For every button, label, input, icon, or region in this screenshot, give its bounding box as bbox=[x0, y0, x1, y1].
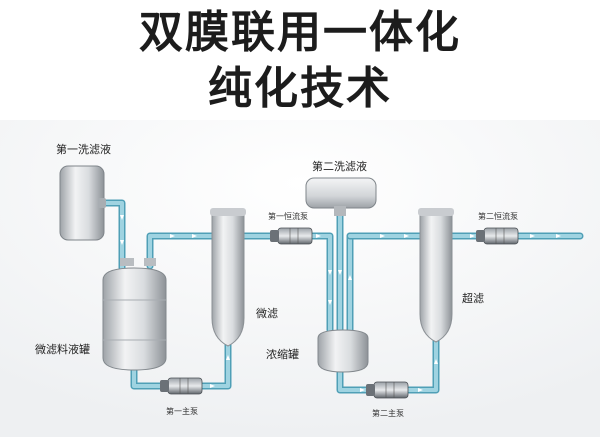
label-pump-constant-2: 第二恒流泵 bbox=[478, 211, 518, 221]
label-wash2: 第二洗滤液 bbox=[312, 159, 367, 173]
title-line-1: 双膜联用一体化 bbox=[139, 7, 461, 58]
microfilter-column bbox=[210, 208, 246, 347]
label-concentrate-tank: 浓缩罐 bbox=[266, 348, 299, 361]
title-line-2: 纯化技术 bbox=[208, 63, 392, 114]
concentrate-tank bbox=[317, 329, 369, 373]
pump-constant-1 bbox=[270, 227, 313, 245]
pump-main-2 bbox=[366, 381, 409, 399]
mf-feed-tank bbox=[102, 258, 167, 371]
label-ultrafiltration: 超滤 bbox=[462, 291, 484, 305]
wash2-container bbox=[305, 177, 377, 216]
label-mf-tank: 微滤料液罐 bbox=[35, 342, 90, 356]
ultrafilter-column bbox=[418, 208, 454, 343]
label-pump-constant-1: 第一恒流泵 bbox=[268, 211, 308, 221]
pump-constant-2 bbox=[476, 227, 519, 245]
pump-main-1 bbox=[160, 377, 203, 395]
label-microfiltration: 微滤 bbox=[256, 306, 278, 320]
wash1-container bbox=[59, 165, 106, 241]
label-pump-main-2: 第二主泵 bbox=[372, 408, 404, 418]
label-wash1: 第一洗滤液 bbox=[56, 142, 111, 156]
label-pump-main-1: 第一主泵 bbox=[166, 406, 198, 416]
